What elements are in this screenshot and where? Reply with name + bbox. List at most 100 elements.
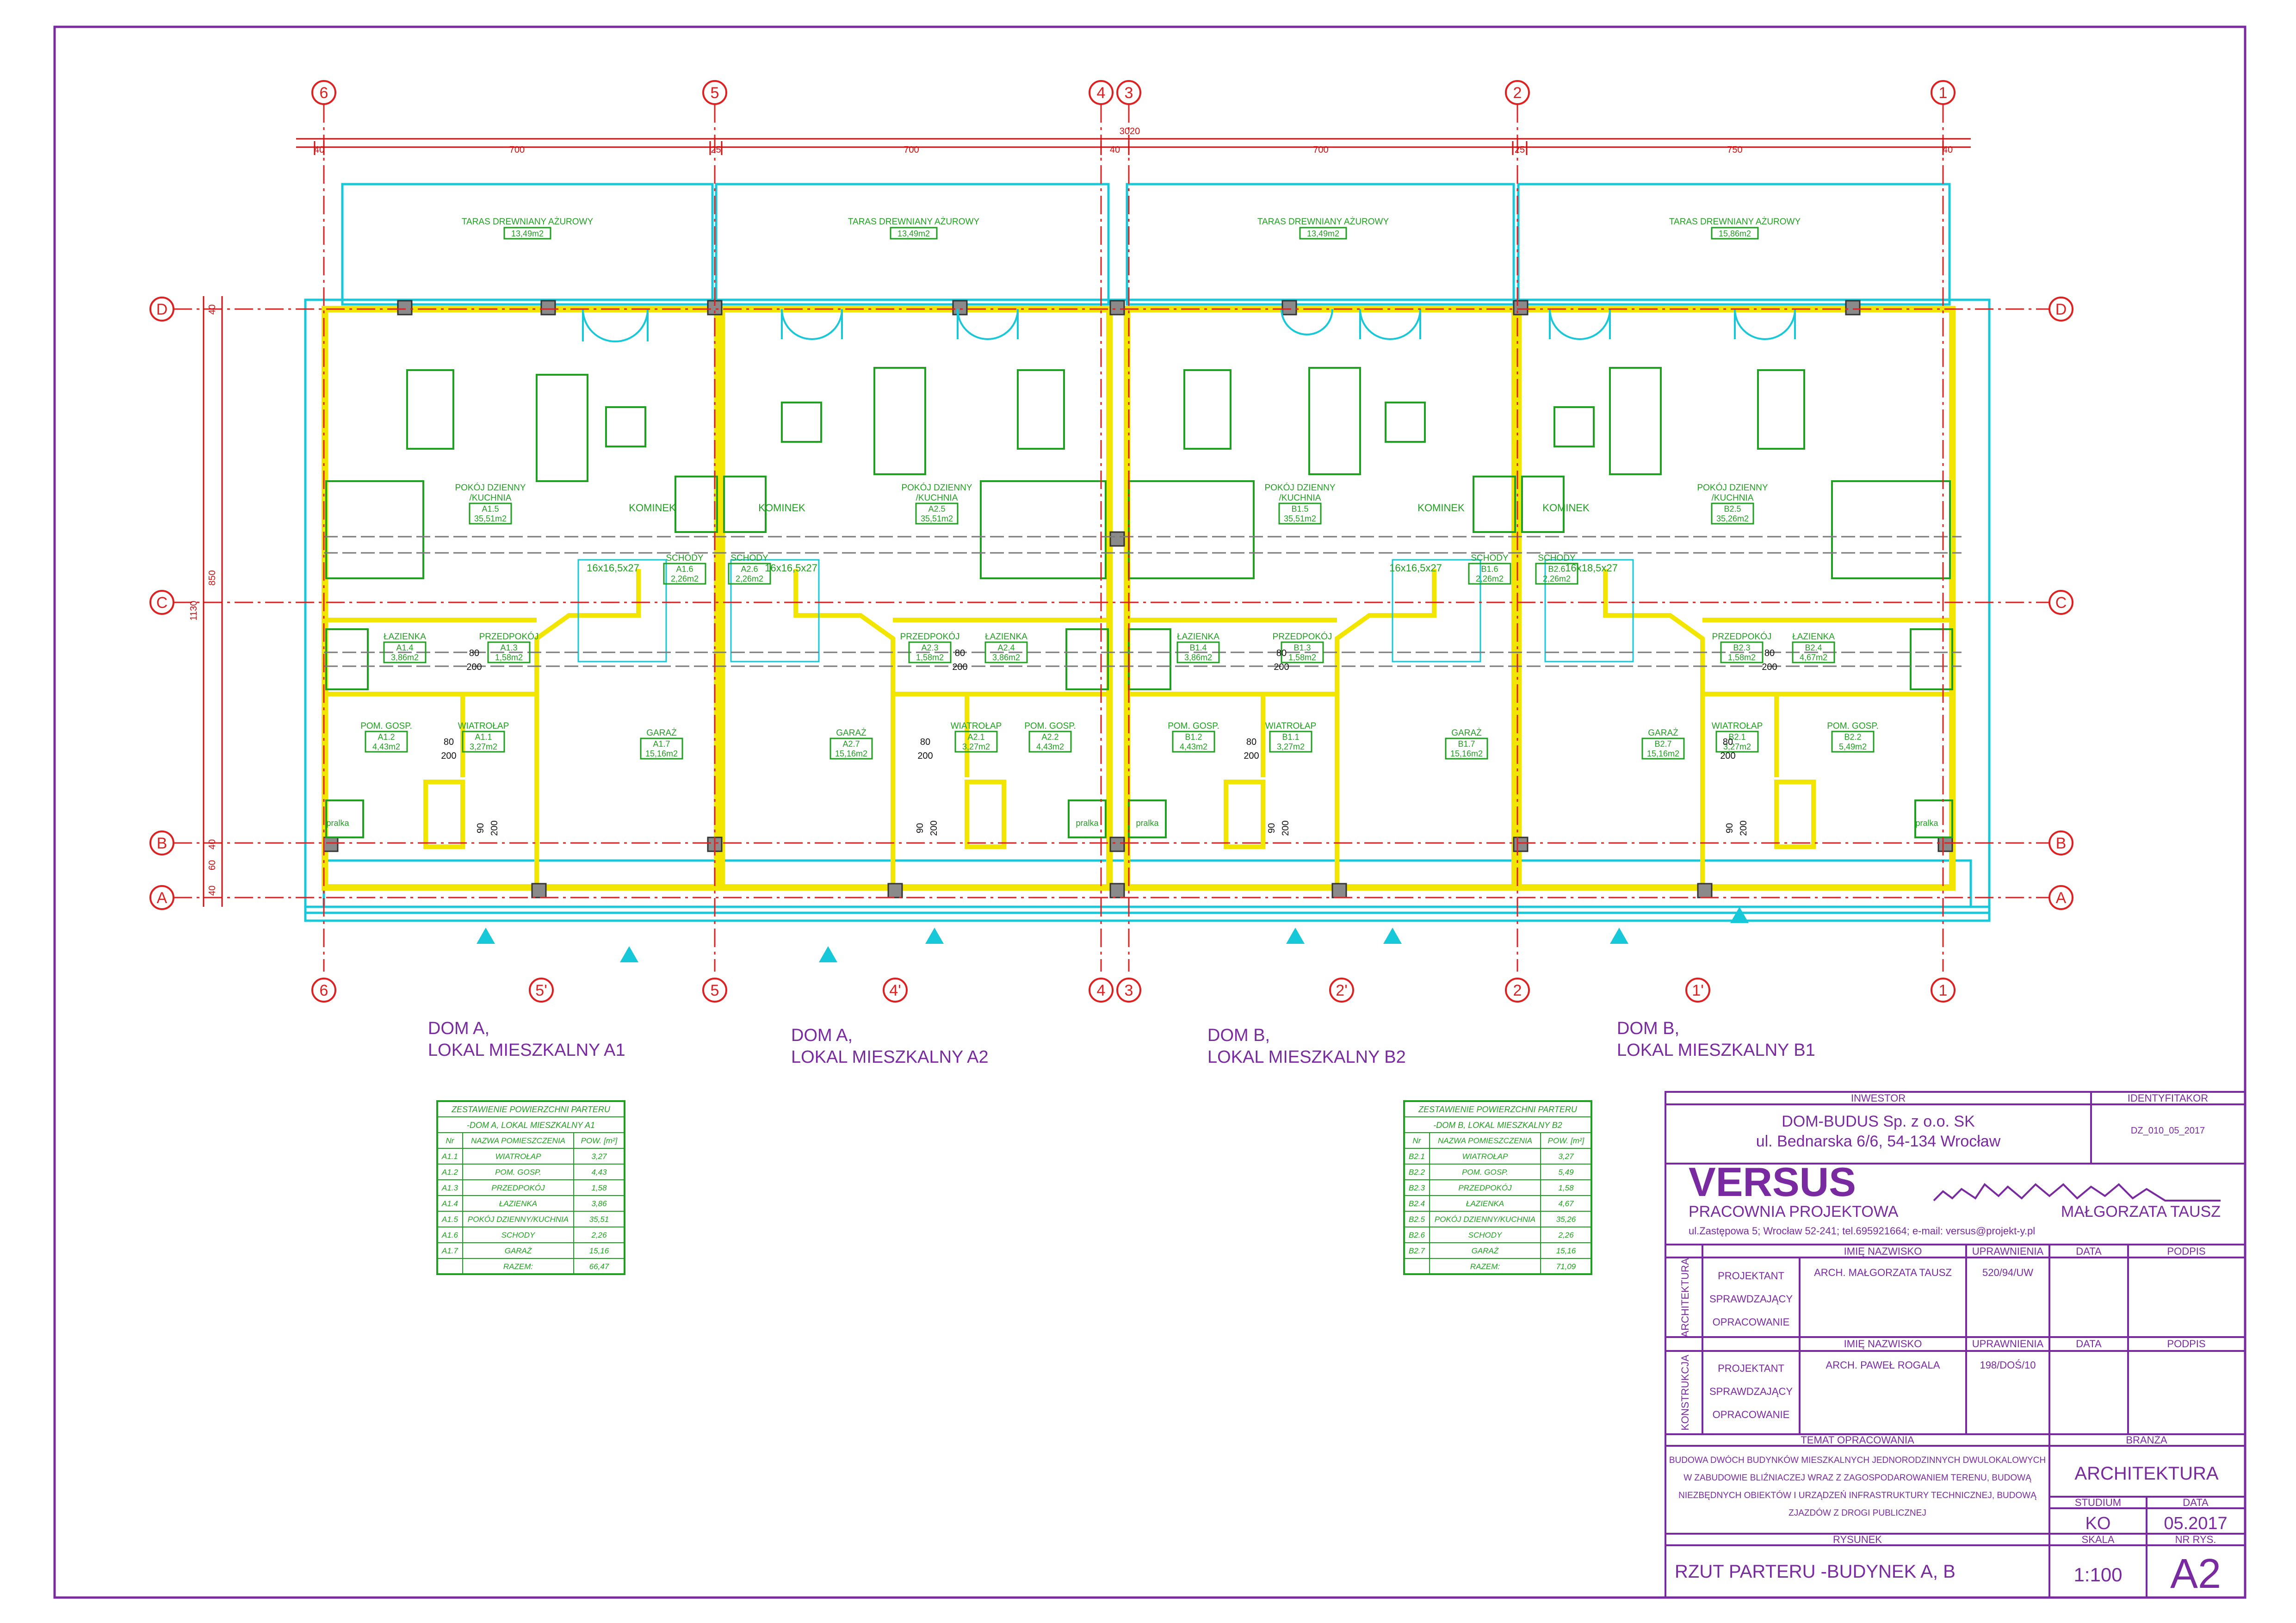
table-cell: B2.4 [1409,1199,1425,1208]
door-width: 80 [469,648,479,658]
terrace-area-tag [890,227,938,240]
room-tag [954,731,998,753]
scale-header: SKALA [2082,1534,2115,1545]
room-tag [1028,731,1072,753]
room-code: A1.4 [396,643,413,652]
unit-b1-line1: DOM B, [1617,1019,1679,1038]
table-cell: 1,58 [591,1183,607,1192]
room-area: 15,16m2 [1450,749,1483,758]
room-name: POM. GOSP. [1168,721,1219,731]
washing-machine-label: pralka [1915,818,1938,828]
room-name: WIATROŁAP [1712,721,1763,731]
room-name: ŁAZIENKA [1177,632,1219,642]
room-tag [462,731,505,753]
fireplace-label: KOMINEK [758,502,805,514]
table-title: ZESTAWIENIE POWIERZCHNI PARTERU [1418,1105,1578,1114]
area-table [1403,1100,1592,1275]
role-preparation-1: OPRACOWANIE [1713,1316,1790,1328]
table-cell: B2.2 [1409,1168,1425,1177]
terrace-area: 13,49m2 [511,229,544,238]
grid-label-left: C [156,594,168,612]
grid-bubble-bottom [1685,978,1710,1003]
dim-vertical-total: 1130 [189,601,199,620]
room-code: B1.4 [1189,643,1207,652]
permission-1: 520/94/UW [1982,1267,2033,1278]
room-name: WIATROŁAP [1265,721,1317,731]
room-code: B2.1 [1728,732,1745,742]
room-tag [383,641,427,663]
grid-bubble-top [1116,80,1141,105]
room-code: A1.3 [500,643,517,652]
living-room-name2: /KUCHNIA [916,493,958,503]
grid-label-left: D [156,301,168,318]
table-cell: 15,16 [589,1246,609,1255]
table-cell: ŁAZIENKA [1466,1199,1504,1208]
drawing-title: RZUT PARTERU -BUDYNEK A, B [1675,1561,1956,1582]
grid-bubble-bottom [1505,978,1530,1003]
table-title: ZESTAWIENIE POWIERZCHNI PARTERU [451,1105,611,1114]
drawing-number: A2 [2170,1551,2221,1597]
office-address: ul.Zastępowa 5; Wrocław 52-241; tel.6959… [1689,1225,2035,1237]
grid-label-bottom: 2' [1336,982,1347,999]
room-area: 3,86m2 [992,653,1020,662]
branch-value: ARCHITEKTURA [2074,1463,2218,1484]
grid-bubble-bottom [529,978,554,1003]
room-code: A2.2 [1041,732,1058,742]
dim-vertical-segment-label: 40 [207,886,217,896]
grid-label-top: 2 [1513,84,1522,102]
terrace-doors [582,309,1796,342]
stairs-tag [1468,563,1511,585]
room-area: 1,58m2 [916,653,944,662]
room-name: PRZEDPOKÓJ [900,632,960,642]
living-room-name: POKÓJ DZIENNY [455,483,526,493]
room-name: GARAŻ [836,728,866,738]
unit-captions: DOM A, LOKAL MIESZKALNY A1 DOM A, LOKAL … [428,1019,1815,1067]
door-width: 80 [444,737,454,747]
room-area: 4,43m2 [372,742,400,751]
room-tag [1720,641,1764,663]
grid-label-left: B [157,835,167,852]
grid-bubble-top [311,80,336,105]
unit-b1-line2: LOKAL MIESZKALNY B1 [1617,1041,1815,1060]
role-designer-1: PROJEKTANT [1718,1270,1784,1282]
grid-label-bottom: 1' [1692,982,1703,999]
room-area: 3,27m2 [962,742,990,751]
table-cell: 1,58 [1558,1183,1574,1192]
topic-line-2: W ZABUDOWIE BLIŹNIACZEJ WRAZ Z ZAGOSPODA… [1683,1473,2031,1483]
role-preparation-2: OPRACOWANIE [1713,1409,1790,1420]
area-tables: ZESTAWIENIE POWIERZCHNI PARTERU-DOM A, L… [436,1100,1592,1275]
dim-segment-label: 40 [1943,145,1953,155]
table-header: POW. [m²] [1548,1136,1585,1145]
table-header: NAZWA POMIESZCZENIA [1438,1136,1532,1145]
grid-label-bottom: 5 [711,982,719,999]
dim-vertical-segment-label: 40 [207,839,217,849]
living-room-name2: /KUCHNIA [1279,493,1321,503]
stairs [577,559,1634,663]
room-code: B2.2 [1844,732,1861,742]
dim-segment-label: 700 [904,145,919,155]
room-tag [1792,641,1835,663]
branch-header: BRANŻA [2126,1434,2167,1446]
table-cell: GARAŻ [1472,1246,1499,1255]
stairs-name: SCHODY [1538,553,1576,563]
stairs-step-dim: 16x16,5x27 [765,562,817,574]
room-name: GARAŻ [1648,728,1678,738]
room-name: ŁAZIENKA [384,632,426,642]
door-height: 200 [929,820,939,836]
fireplace-label: KOMINEK [629,502,676,514]
grid-label-bottom: 1 [1939,982,1948,999]
living-room-code: A2.5 [928,504,945,514]
unit-a2-line1: DOM A, [791,1026,853,1045]
room-name: PRZEDPOKÓJ [479,632,539,642]
stairs-code: B2.6 [1548,564,1565,574]
stage-value: KO [2086,1514,2111,1533]
living-room-code: B2.5 [1724,504,1741,514]
grid-bubble-bottom [1116,978,1141,1003]
investor-address: ul. Bednarska 6/6, 54-134 Wrocław [1756,1133,2001,1150]
dim-segment-label: 25 [1515,145,1525,155]
living-room-code: A1.5 [482,504,499,514]
door-height: 200 [1274,662,1289,672]
investor-header: INWESTOR [1851,1092,1906,1104]
grid-label-top: 4 [1097,84,1106,102]
